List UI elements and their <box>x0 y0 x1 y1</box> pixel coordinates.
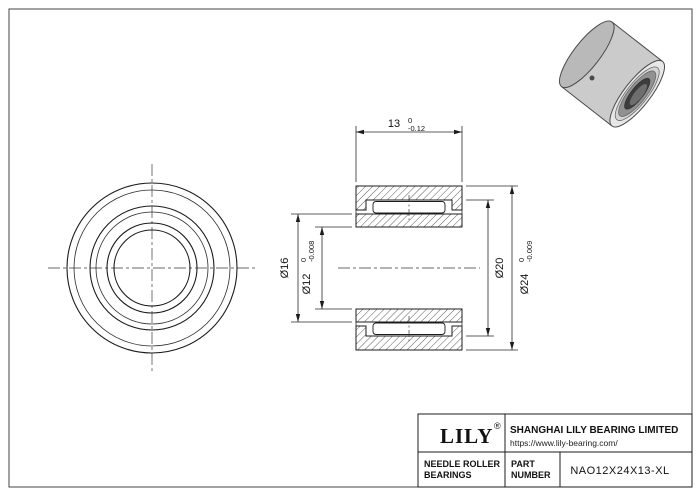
body-top-edge <box>611 21 663 62</box>
arrowhead <box>295 214 301 222</box>
outer-ring-bore-circle <box>89 205 215 331</box>
dim-outer-diameter-tol-upper: 0 <box>517 258 526 262</box>
part-number-label-line2: NUMBER <box>511 470 551 480</box>
body-bottom-edge <box>561 86 613 127</box>
company-logo: LILY <box>440 424 493 448</box>
arrowhead <box>509 186 515 194</box>
bearing-category-line2: BEARINGS <box>424 470 472 480</box>
bore-inner-shadow <box>629 84 648 106</box>
dim-outer-ring-bore: Ø20 <box>466 199 506 337</box>
outer-ring-chamfer-circle <box>73 189 231 347</box>
front-view <box>48 164 256 372</box>
title-block-border <box>417 413 693 488</box>
outer-ring-section-bottom <box>355 325 463 351</box>
isometric-view <box>559 20 665 128</box>
dim-outer-diameter: Ø24 0 -0.009 <box>466 185 534 351</box>
dim-bore: Ø12 0 -0.008 <box>299 226 352 310</box>
title-block: LILY ® SHANGHAI LILY BEARING LIMITED htt… <box>417 413 693 488</box>
part-number: NAO12X24X13-XL <box>570 465 669 477</box>
arrowhead <box>356 129 364 135</box>
arrowhead <box>485 328 491 336</box>
dim-inner-ring-od: Ø16 <box>279 213 352 323</box>
section-view <box>338 185 480 351</box>
dim-outer-ring-bore-value: Ø20 <box>494 258 506 279</box>
company-name: SHANGHAI LILY BEARING LIMITED <box>510 425 678 436</box>
company-website-link: https://www.lily-bearing.com/ <box>510 438 618 448</box>
inner-ring-section-bottom <box>355 308 463 323</box>
dim-width-tol-lower: -0.12 <box>408 124 425 133</box>
arrowhead <box>509 342 515 350</box>
arrowhead <box>295 314 301 322</box>
dim-bore-tol-lower: -0.008 <box>307 241 316 262</box>
sheet-border <box>8 8 693 488</box>
bore-circle <box>113 229 191 307</box>
dim-width: 13 0 -0.12 <box>355 116 463 182</box>
part-number-label-line1: PART <box>511 459 535 469</box>
dim-outer-diameter-tol-lower: -0.009 <box>525 241 534 262</box>
arrowhead <box>319 301 325 309</box>
arrowhead <box>454 129 462 135</box>
bearing-category-line1: NEEDLE ROLLER <box>424 459 501 469</box>
inner-ring-od-circle <box>106 222 198 314</box>
bearing-body-surface <box>561 21 663 127</box>
inner-ring-section-top <box>355 213 463 228</box>
dim-outer-diameter-value: Ø24 <box>519 274 531 295</box>
outer-ring-od-circle <box>66 182 238 354</box>
registered-trademark-icon: ® <box>494 421 501 431</box>
roller-complement-circle <box>95 211 209 325</box>
dim-bore-value: Ø12 <box>301 274 313 295</box>
dim-inner-ring-od-value: Ø16 <box>279 258 291 279</box>
arrowhead <box>319 227 325 235</box>
dim-width-tol-upper: 0 <box>408 116 412 125</box>
lubrication-hole <box>589 75 595 81</box>
dim-width-value: 13 <box>388 118 400 130</box>
arrowhead <box>485 200 491 208</box>
dim-bore-tol-upper: 0 <box>299 258 308 262</box>
